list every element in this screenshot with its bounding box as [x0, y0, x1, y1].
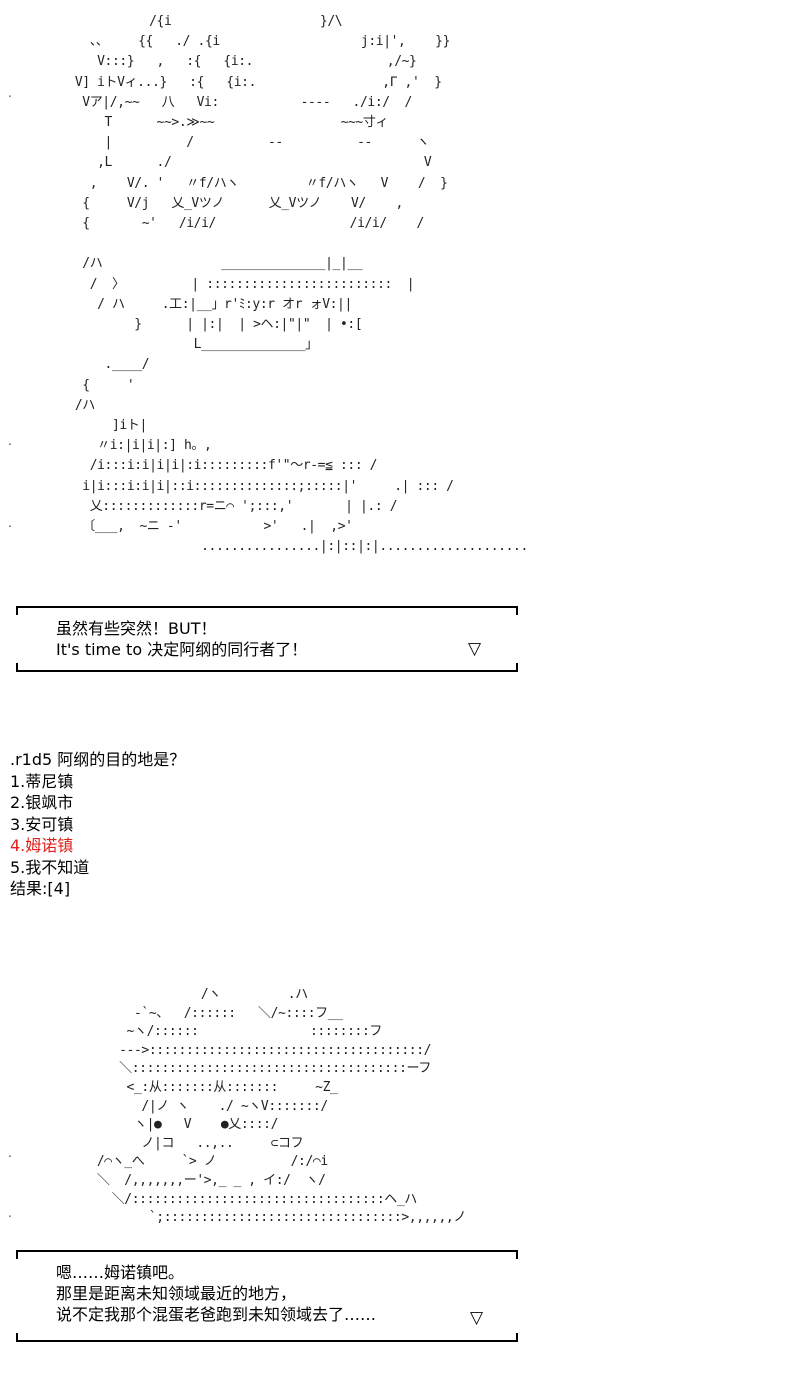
box-corner [516, 663, 518, 672]
box-top-border [16, 1250, 518, 1252]
poll-option: 1.蒂尼镇 [10, 771, 74, 791]
margin-dot: . [8, 516, 12, 530]
box-corner [16, 606, 18, 615]
box-bottom-border [16, 1340, 518, 1342]
margin-dot: . [8, 86, 12, 100]
dialogue-text: 嗯……姆诺镇吧。 那里是距离未知领域最近的地方， 说不定我那个混蛋老爸跑到未知领… [56, 1262, 376, 1325]
dialogue-line: 说不定我那个混蛋老爸跑到未知领域去了…… [56, 1305, 377, 1324]
continue-arrow-icon: ▽ [470, 1308, 484, 1328]
margin-dot: . [8, 434, 12, 448]
poll-option: 2.银飒市 [10, 793, 74, 812]
box-corner [516, 1333, 518, 1342]
box-top-border [16, 606, 518, 608]
dialogue-line: It's time to 决定阿纲的同行者了！ [56, 640, 308, 659]
poll-option-selected: 4.姆诺镇 [10, 836, 74, 855]
box-corner [516, 606, 518, 615]
box-corner [16, 1250, 18, 1259]
dialogue-line: 嗯……姆诺镇吧。 [56, 1263, 185, 1282]
margin-dot: . [8, 1146, 12, 1160]
box-bottom-border [16, 670, 518, 672]
ascii-art-boy: /ヽ .ハ -`~、 /:::::: ＼/~::::フ__ ~ヽ/:::::: … [96, 987, 466, 1226]
dialogue-line: 虽然有些突然！BUT！ [56, 619, 217, 638]
ascii-art-rabbit: /{i }/\ 、、 {{ ./ .{i j:i|', }} V:::} , :… [74, 14, 528, 555]
poll-question: .r1d5 阿纲的目的地是？ [10, 750, 186, 769]
dialogue-text: 虽然有些突然！BUT！ It's time to 决定阿纲的同行者了！ [56, 618, 307, 660]
continue-arrow-icon: ▽ [468, 639, 482, 659]
box-corner [16, 663, 18, 672]
poll-option: 5.我不知道 [10, 857, 90, 877]
dialogue-box: 嗯……姆诺镇吧。 那里是距离未知领域最近的地方， 说不定我那个混蛋老爸跑到未知领… [16, 1250, 518, 1342]
box-corner [16, 1333, 18, 1342]
poll-result: 结果:[4] [10, 879, 71, 898]
dialogue-line: 那里是距离未知领域最近的地方， [56, 1284, 297, 1303]
poll-option: 3.安可镇 [10, 814, 74, 834]
dice-poll: .r1d5 阿纲的目的地是？ 1.蒂尼镇 2.银飒市 3.安可镇 4.姆诺镇 5… [10, 749, 185, 900]
dialogue-box: 虽然有些突然！BUT！ It's time to 决定阿纲的同行者了！ ▽ [16, 606, 518, 672]
box-corner [516, 1250, 518, 1259]
margin-dot: . [8, 1206, 12, 1220]
